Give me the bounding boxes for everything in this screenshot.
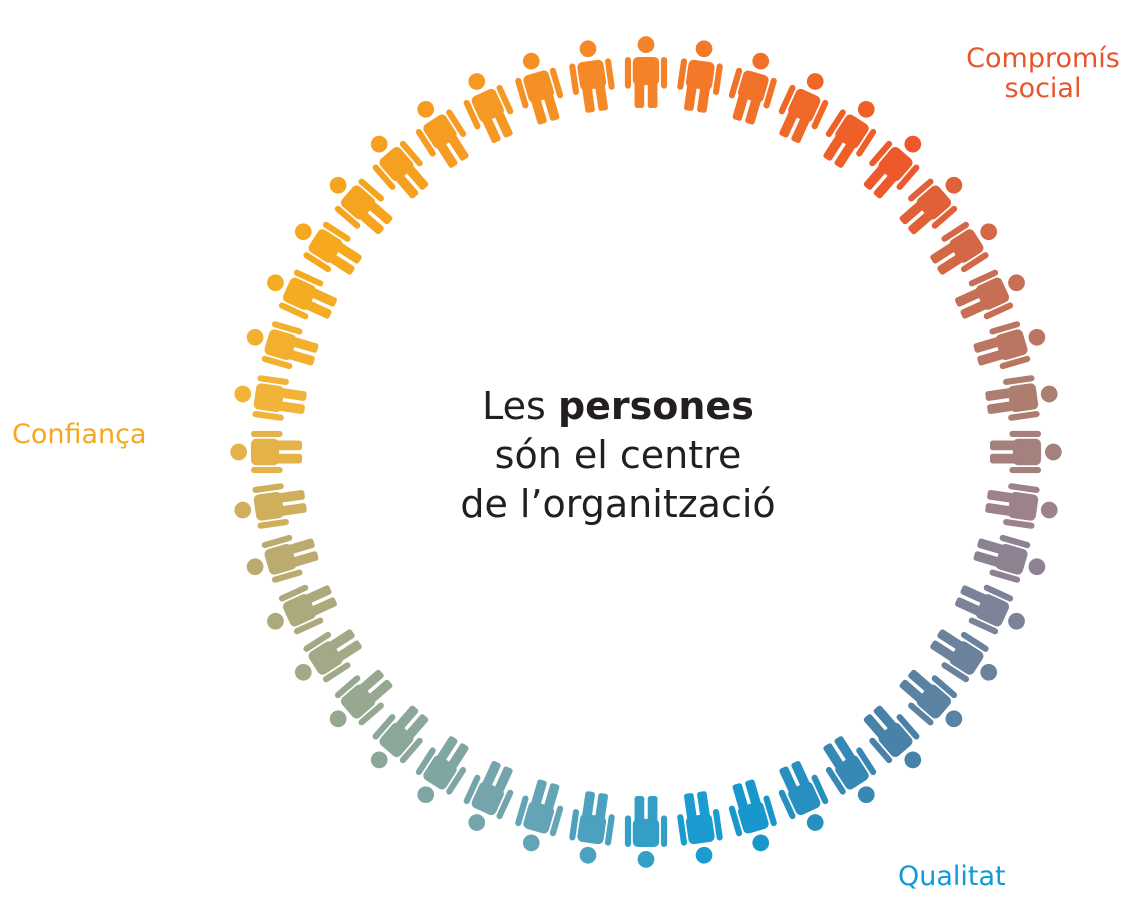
center-line-1-bold: persones <box>557 384 754 428</box>
person-icon <box>823 736 877 804</box>
center-line-1-plain: Les <box>482 384 546 428</box>
person-icon <box>267 269 337 320</box>
person-icon <box>329 669 393 728</box>
person-icon <box>234 375 307 421</box>
person-icon <box>569 40 615 113</box>
person-icon <box>624 36 668 108</box>
person-icon <box>955 269 1025 320</box>
person-icon <box>624 796 668 868</box>
person-icon <box>515 779 564 852</box>
person-icon <box>899 669 963 728</box>
person-icon <box>677 791 723 864</box>
label-confianca: Confiança <box>12 419 147 450</box>
center-line-1: Les persones <box>420 382 816 431</box>
label-compromis-line2: social <box>1004 73 1082 104</box>
person-icon <box>246 321 319 370</box>
person-icon <box>899 176 963 235</box>
person-icon <box>728 779 777 852</box>
person-icon <box>930 629 998 683</box>
person-icon <box>329 176 393 235</box>
person-icon <box>985 375 1058 421</box>
person-icon <box>294 629 362 683</box>
center-line-3: de l’organització <box>460 482 776 526</box>
person-icon <box>515 52 564 125</box>
label-compromis-line1: Compromís <box>966 43 1120 74</box>
label-compromis-social: Compromís social <box>958 44 1128 104</box>
person-icon <box>728 52 777 125</box>
person-icon <box>267 584 337 635</box>
person-icon <box>569 791 615 864</box>
person-icon <box>234 483 307 529</box>
person-icon <box>294 221 362 275</box>
person-icon <box>415 736 469 804</box>
person-icon <box>778 73 829 143</box>
center-line-2: són el centre <box>494 433 742 477</box>
person-icon <box>370 705 429 769</box>
person-icon <box>973 534 1046 583</box>
person-icon <box>863 705 922 769</box>
center-message: Les persones són el centre de l’organitz… <box>420 382 816 529</box>
person-icon <box>230 430 302 474</box>
person-icon <box>955 584 1025 635</box>
person-icon <box>985 483 1058 529</box>
person-icon <box>370 135 429 199</box>
person-icon <box>823 100 877 168</box>
person-icon <box>930 221 998 275</box>
person-icon <box>863 135 922 199</box>
person-icon <box>463 73 514 143</box>
person-icon <box>990 430 1062 474</box>
person-icon <box>778 761 829 831</box>
person-icon <box>415 100 469 168</box>
person-icon <box>246 534 319 583</box>
label-qualitat: Qualitat <box>898 861 1006 892</box>
person-icon <box>677 40 723 113</box>
person-icon <box>973 321 1046 370</box>
person-icon <box>463 761 514 831</box>
